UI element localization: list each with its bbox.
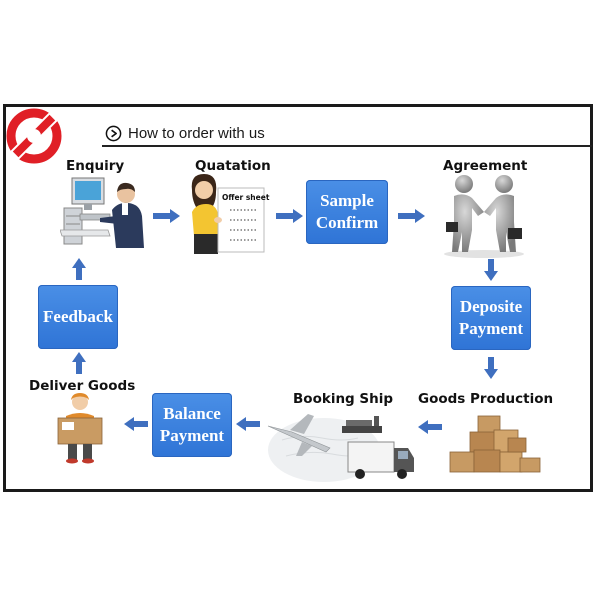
arrow-enquiry-to-quatation: [153, 209, 180, 223]
arrow-deliver-to-feedback: [72, 352, 86, 374]
sample-confirm-line1: Sample: [320, 191, 374, 210]
label-agreement: Agreement: [443, 158, 528, 174]
deposite-payment-line1: Deposite: [459, 297, 523, 316]
computer-user-icon: [60, 177, 144, 248]
arrow-quatation-to-sample: [276, 209, 303, 223]
arrow-sample-to-agreement: [398, 209, 425, 223]
label-booking-ship: Booking Ship: [293, 391, 394, 407]
delivery-man-icon: [57, 393, 103, 464]
balance-payment-line1: Balance: [163, 404, 221, 423]
balance-payment-line2: Payment: [159, 426, 225, 445]
label-enquiry: Enquiry: [66, 158, 125, 174]
feedback-label: Feedback: [43, 307, 113, 326]
handshake-icon: [444, 175, 524, 258]
arrow-feedback-to-enquiry: [72, 258, 86, 280]
arrow-balance-to-deliver: [124, 417, 148, 431]
logo-icon: [6, 108, 62, 164]
arrow-deposite-to-production: [484, 357, 498, 379]
page-title: How to order with us: [128, 124, 265, 142]
woman-with-paper-icon: Offer sheet: [191, 174, 270, 254]
label-quatation: Quatation: [195, 158, 271, 174]
offer-sheet-label: Offer sheet: [222, 193, 270, 202]
arrow-booking-to-balance: [236, 417, 260, 431]
header: How to order with us: [105, 123, 265, 143]
boxes-icon: [449, 415, 541, 473]
play-circle-icon: [105, 125, 122, 141]
ship-plane-truck-icon: [267, 414, 414, 482]
label-deliver-goods: Deliver Goods: [29, 378, 136, 394]
sample-confirm-line2: Confirm: [315, 213, 379, 232]
label-goods-production: Goods Production: [418, 391, 554, 407]
arrow-production-to-booking: [418, 420, 442, 434]
deposite-payment-line2: Payment: [458, 319, 524, 338]
arrow-agreement-to-deposite: [484, 259, 498, 281]
feedback-box: Feedback: [38, 285, 118, 349]
header-divider: [102, 145, 592, 147]
